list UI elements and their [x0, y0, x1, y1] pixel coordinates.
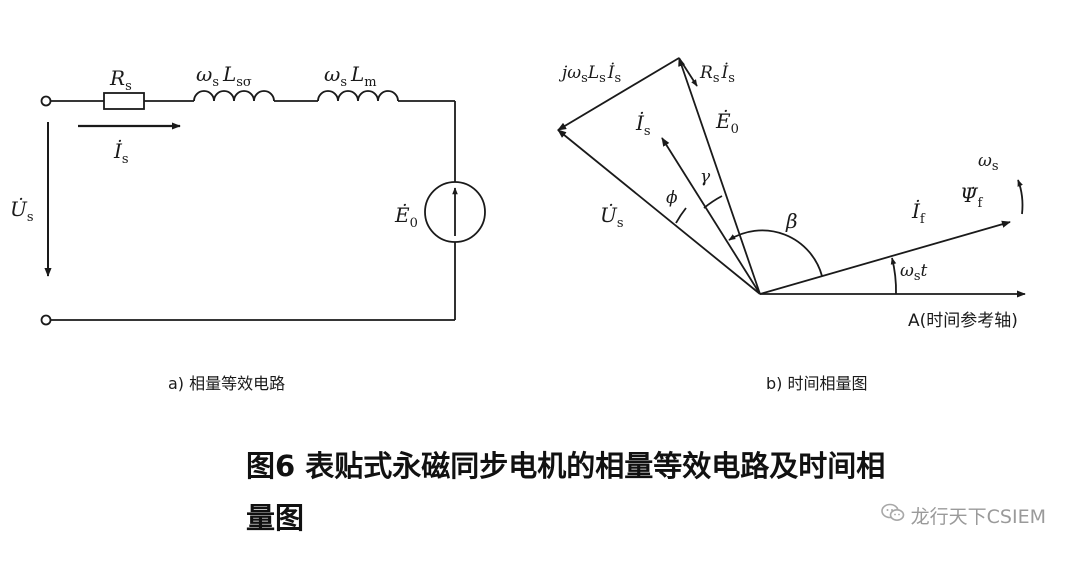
label-e0: Ė0: [394, 203, 418, 231]
equivalent-circuit: [40, 90, 486, 326]
resistor-rs: [103, 92, 145, 110]
phasor-if: [759, 220, 1011, 295]
arc-beta: [728, 229, 823, 277]
label-phasor-if: İf: [911, 199, 926, 227]
terminal-top: [40, 95, 52, 107]
terminal-bottom: [40, 314, 52, 326]
label-wst: ωst: [900, 261, 928, 284]
label-us: U̇s: [10, 197, 34, 225]
wechat-icon: [880, 503, 905, 528]
caption-b: b) 时间相量图: [766, 374, 868, 393]
label-time-axis: A(时间参考轴): [908, 311, 1018, 331]
phasor-us: [557, 129, 761, 295]
watermark-text: 龙行天下CSIEM: [910, 506, 1046, 528]
watermark: 龙行天下CSIEM: [880, 502, 1046, 529]
phasor-is: [661, 137, 761, 295]
label-beta: β: [785, 209, 798, 233]
caption-a: a) 相量等效电路: [168, 374, 286, 393]
label-phasor-is: İs: [635, 111, 651, 139]
label-ws: ωs: [978, 151, 999, 174]
phasor-diagram: [557, 57, 1026, 298]
label-gamma: γ: [700, 167, 711, 187]
phasor-e0: [678, 57, 761, 295]
label-phasor-us: U̇s: [600, 203, 624, 231]
inductor-lm: [317, 90, 399, 102]
arc-phi: [675, 207, 687, 224]
phasor-rsis: [678, 57, 698, 87]
arc-gamma: [703, 195, 723, 209]
label-phi: ϕ: [666, 188, 678, 208]
label-psif: Ψ̇f: [960, 183, 984, 211]
arc-wst: [890, 257, 897, 295]
label-is: İs: [113, 139, 129, 167]
rotation-ws-arrow: [1017, 179, 1024, 215]
label-rs: Rs: [109, 66, 132, 94]
phasor-jwlsis: [557, 57, 680, 131]
inductor-lsigma: [193, 90, 275, 102]
figure-title: 图6 表贴式永磁同步电机的相量等效电路及时间相量图: [246, 449, 886, 535]
label-phasor-e0: Ė0: [715, 109, 739, 137]
